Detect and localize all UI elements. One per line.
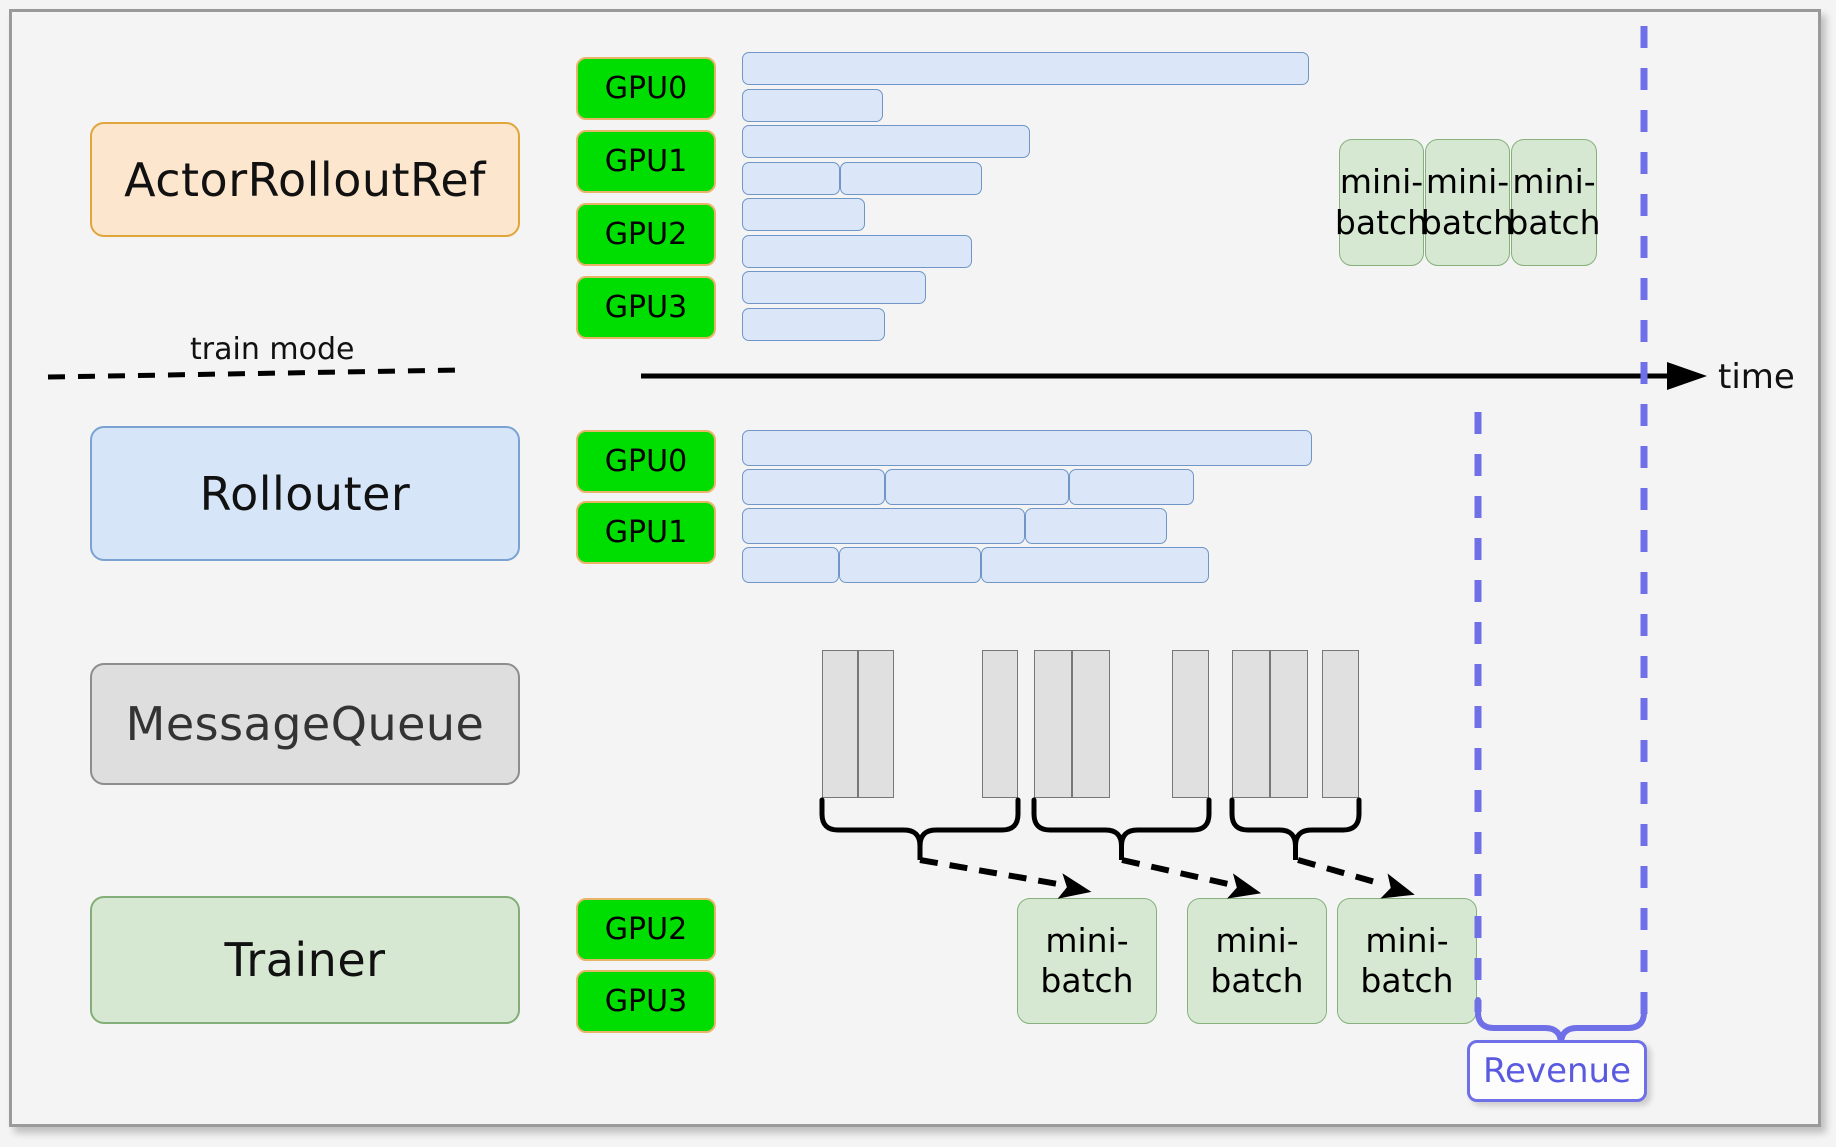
gpu-chip-rollouter-1[interactable]: GPU1 [576,501,716,564]
actor-bar-segment[interactable] [742,198,865,231]
rollouter-bar-segment[interactable] [885,469,1069,505]
queue-brace [819,797,1021,860]
dashed-arrowhead [1057,873,1092,899]
minibatch-line1: mini- [1425,162,1510,202]
divider-layer [47,362,1707,390]
gpu-chip-trainer-0[interactable]: GPU2 [576,898,716,961]
role-box-trainer[interactable]: Trainer [90,896,520,1024]
gpu-label: GPU0 [604,71,688,106]
actor-bar-segment[interactable] [840,161,982,195]
trainer-minibatch[interactable]: mini-batch [1187,898,1327,1024]
role-box-actor[interactable]: ActorRolloutRef [90,122,520,237]
trainer-minibatch[interactable]: mini-batch [1337,898,1477,1024]
gpu-chip-actor-2[interactable]: GPU2 [576,203,716,266]
gpu-label: GPU2 [604,217,688,252]
actor-minibatch[interactable]: mini-batch [1335,139,1428,266]
gpu-label: GPU1 [604,515,688,550]
gpu-label: GPU3 [604,984,688,1019]
minibatch-line2: batch [1334,202,1429,242]
time-axis-label: time [1718,357,1795,397]
minibatch-line1: mini- [1045,920,1129,960]
minibatch-line2: batch [1420,202,1515,242]
gpu-label: GPU1 [604,144,688,179]
role-label-rollouter: Rollouter [199,466,411,521]
rollouter-bar-segment[interactable] [742,430,1312,466]
minibatch-line2: batch [1040,961,1134,1000]
dashed-arrowhead [1227,873,1262,899]
trainer-minibatch[interactable]: mini-batch [1017,898,1157,1024]
rollouter-bar-segment[interactable] [839,547,981,583]
revenue-box[interactable]: Revenue [1467,1040,1647,1102]
minibatch-line1: mini- [1339,162,1424,202]
role-box-message-queue[interactable]: MessageQueue [90,663,520,785]
rollouter-bar-segment[interactable] [742,547,839,583]
gpu-label: GPU0 [604,444,688,479]
role-label-actor: ActorRolloutRef [124,152,486,207]
gpu-chip-actor-3[interactable]: GPU3 [576,276,716,339]
actor-bar-segment[interactable] [742,307,885,341]
gpu-chip-rollouter-0[interactable]: GPU0 [576,430,716,493]
queue-brace [1031,797,1212,860]
actor-bar-segment[interactable] [742,161,840,195]
minibatch-line2: batch [1360,961,1454,1000]
minibatch-line1: mini- [1512,162,1596,202]
queue-bar[interactable] [1322,650,1359,798]
overlay-layer [819,26,1648,1058]
time-axis-arrowhead [1667,362,1707,390]
queue-bar[interactable] [1034,650,1072,798]
actor-minibatch[interactable]: mini-batch [1507,139,1601,266]
role-label-message-queue: MessageQueue [125,697,485,751]
queue-to-minibatch-dashed-arrow [1121,857,1229,887]
rollouter-bar-segment[interactable] [1025,508,1167,544]
rollouter-bar-segment[interactable] [742,508,1025,544]
gpu-label: GPU2 [604,912,688,947]
gpu-chip-trainer-1[interactable]: GPU3 [576,970,716,1033]
queue-to-minibatch-dashed-arrow [919,857,1059,887]
train-mode-dashed-line [47,367,463,380]
rollouter-bar-segment[interactable] [981,547,1209,583]
minibatch-line1: mini- [1365,920,1449,960]
actor-bar-segment[interactable] [742,52,1309,85]
gpu-chip-actor-1[interactable]: GPU1 [576,130,716,193]
queue-brace [1229,797,1362,860]
revenue-label: Revenue [1482,1051,1632,1091]
queue-bar[interactable] [858,650,894,798]
dashed-arrowhead [1380,873,1415,899]
train-mode-label: train mode [190,332,355,367]
gpu-label: GPU3 [604,290,688,325]
minibatch-line2: batch [1507,202,1601,242]
queue-bar[interactable] [822,650,858,798]
minibatch-line2: batch [1210,961,1304,1000]
gpu-chip-actor-0[interactable]: GPU0 [576,57,716,120]
actor-bar-segment[interactable] [742,271,926,304]
role-box-rollouter[interactable]: Rollouter [90,426,520,561]
rollouter-bar-segment[interactable] [742,469,885,505]
queue-bar[interactable] [982,650,1018,798]
rollouter-bar-segment[interactable] [1069,469,1194,505]
actor-bar-segment[interactable] [742,234,972,268]
actor-bar-segment[interactable] [742,125,1030,158]
queue-bar[interactable] [1172,650,1209,798]
diagram-frame: ActorRolloutRef GPU0 GPU1 GPU2 GPU3 mini… [9,9,1821,1127]
minibatch-line1: mini- [1215,920,1299,960]
queue-to-minibatch-dashed-arrow [1297,857,1383,887]
actor-minibatch[interactable]: mini-batch [1421,139,1514,266]
queue-bar[interactable] [1232,650,1270,798]
actor-bar-segment[interactable] [742,88,883,122]
queue-bar[interactable] [1270,650,1308,798]
revenue-brace [1475,997,1647,1058]
role-label-trainer: Trainer [224,933,386,987]
queue-bar[interactable] [1072,650,1110,798]
